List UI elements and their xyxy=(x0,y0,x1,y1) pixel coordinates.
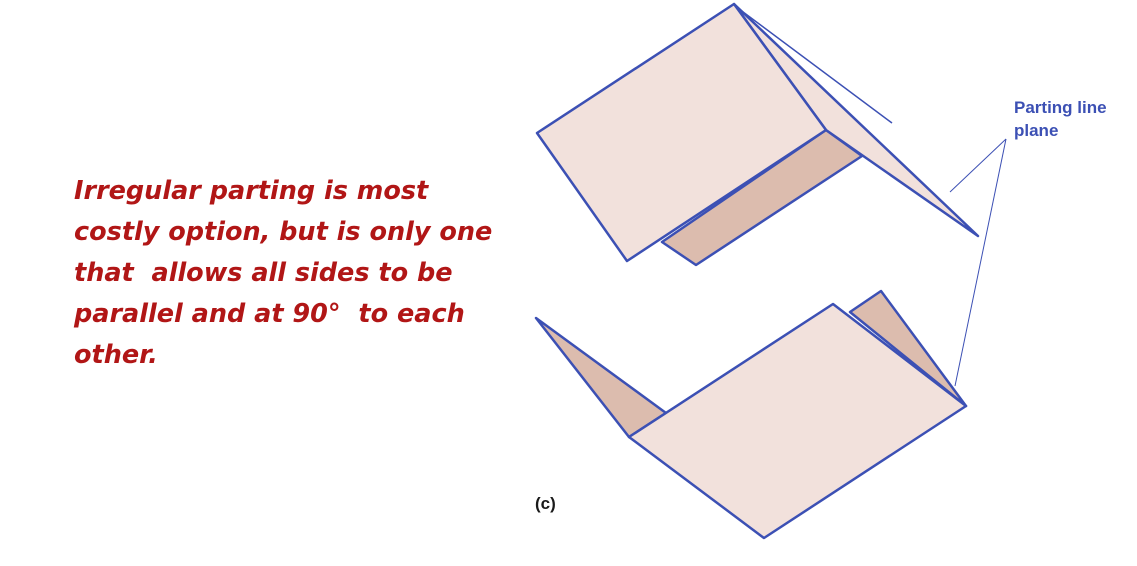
upper-top-face xyxy=(535,2,828,263)
lower-left-flap xyxy=(534,316,668,439)
parting-line-leaders xyxy=(949,138,1007,387)
lower-right-flap xyxy=(848,289,968,408)
figure-tag-label: (c) xyxy=(535,494,556,513)
parting-label-line-2: plane xyxy=(1014,121,1059,140)
parting-label-line-1: Parting line xyxy=(1014,98,1107,117)
lower-bottom-face xyxy=(627,302,968,540)
caption-line-4: parallel and at 90° to each xyxy=(74,299,465,329)
parting-line-plane-label: Parting line plane xyxy=(1014,96,1107,142)
caption-line-2: costly option, but is only one xyxy=(74,217,493,247)
caption-line-1: Irregular parting is most xyxy=(74,176,429,206)
leader-line-upper xyxy=(949,138,1007,193)
caption-line-5: other. xyxy=(74,340,158,370)
upper-mold-half xyxy=(535,2,980,267)
lower-mold-half xyxy=(534,289,968,540)
caption-line-3: that allows all sides to be xyxy=(74,258,453,288)
description-text: Irregular parting is most costly option,… xyxy=(74,171,504,376)
upper-fold-edge xyxy=(734,5,893,124)
leader-line-lower xyxy=(954,138,1007,387)
